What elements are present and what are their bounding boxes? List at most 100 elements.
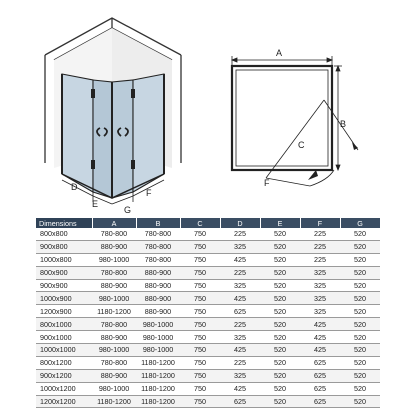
table-cell-g: 520 — [340, 240, 380, 254]
table-cell-g: 520 — [340, 266, 380, 280]
table-cell-dimensions: 800x1200 — [36, 356, 92, 370]
table-cell-a: 780-800 — [92, 317, 136, 332]
door-swing-arrows — [308, 142, 358, 180]
table-cell-d: 425 — [220, 382, 260, 396]
table-cell-g: 520 — [340, 228, 380, 241]
table-cell-e: 520 — [260, 343, 300, 357]
table-cell-a: 1180-1200 — [92, 395, 136, 409]
table-cell-f: 325 — [300, 266, 340, 280]
table-cell-d: 425 — [220, 291, 260, 306]
table-cell-f: 325 — [300, 304, 340, 319]
plan-label-a: A — [276, 48, 282, 58]
table-header-g: G — [340, 218, 381, 228]
table-cell-a: 880-900 — [92, 240, 136, 254]
table-cell-b: 980-1000 — [136, 343, 180, 357]
table-cell-a: 980-1000 — [92, 382, 136, 396]
table-cell-b: 880-900 — [136, 291, 180, 306]
table-cell-a: 780-800 — [92, 356, 136, 370]
table-cell-b: 1180-1200 — [136, 356, 180, 370]
table-cell-f: 225 — [300, 240, 340, 254]
table-cell-g: 520 — [340, 279, 380, 293]
plan-walls — [230, 64, 334, 172]
table-cell-c: 750 — [180, 253, 220, 267]
table-cell-dimensions: 1200x900 — [36, 304, 92, 319]
table-cell-e: 520 — [260, 253, 300, 267]
table-cell-a: 980-1000 — [92, 291, 136, 306]
table-cell-g: 520 — [340, 395, 380, 409]
table-cell-d: 425 — [220, 253, 260, 267]
table-cell-c: 750 — [180, 356, 220, 370]
table-cell-c: 750 — [180, 228, 220, 241]
table-cell-a: 780-800 — [92, 266, 136, 280]
table-cell-f: 625 — [300, 395, 340, 409]
table-cell-e: 520 — [260, 304, 300, 319]
table-cell-g: 520 — [340, 330, 380, 345]
table-header-f: F — [300, 218, 341, 228]
table-cell-b: 1180-1200 — [136, 395, 180, 409]
table-header-c: C — [180, 218, 221, 228]
table-cell-a: 880-900 — [92, 330, 136, 345]
table-cell-a: 780-800 — [92, 228, 136, 241]
plan-label-c: C — [298, 140, 305, 150]
table-cell-g: 520 — [340, 304, 380, 319]
table-cell-dimensions: 800x900 — [36, 266, 92, 280]
table-cell-g: 520 — [340, 356, 380, 370]
table-cell-b: 980-1000 — [136, 317, 180, 332]
table-cell-dimensions: 900x1000 — [36, 330, 92, 345]
table-cell-d: 625 — [220, 304, 260, 319]
table-cell-e: 520 — [260, 317, 300, 332]
table-cell-b: 880-900 — [136, 279, 180, 293]
table-cell-a: 1180-1200 — [92, 304, 136, 319]
table-cell-c: 750 — [180, 291, 220, 306]
table-cell-c: 750 — [180, 369, 220, 383]
table-cell-b: 880-900 — [136, 266, 180, 280]
table-cell-e: 520 — [260, 382, 300, 396]
table-cell-g: 520 — [340, 291, 380, 306]
table-cell-g: 520 — [340, 343, 380, 357]
table-cell-d: 625 — [220, 395, 260, 409]
table-cell-d: 425 — [220, 343, 260, 357]
table-header-d: D — [220, 218, 261, 228]
table-cell-dimensions: 1000x800 — [36, 253, 92, 267]
table-cell-f: 325 — [300, 291, 340, 306]
table-cell-d: 325 — [220, 279, 260, 293]
table-cell-dimensions: 1000x1000 — [36, 343, 92, 357]
table-cell-e: 520 — [260, 356, 300, 370]
table-cell-g: 520 — [340, 369, 380, 383]
table-cell-g: 520 — [340, 253, 380, 267]
table-header-row: Dimensions A B C D E F G — [36, 218, 381, 228]
table-cell-f: 425 — [300, 343, 340, 357]
table-cell-dimensions: 800x800 — [36, 228, 92, 241]
table-header-dimensions: Dimensions — [36, 218, 93, 228]
table-cell-c: 750 — [180, 317, 220, 332]
dimension-label-e: E — [92, 199, 98, 209]
table-cell-dimensions: 800x1000 — [36, 317, 92, 332]
table-cell-d: 225 — [220, 228, 260, 241]
table-cell-b: 1180-1200 — [136, 382, 180, 396]
door-handles — [96, 127, 129, 137]
table-cell-b: 780-800 — [136, 253, 180, 267]
frame-profiles — [61, 74, 165, 198]
table-cell-b: 980-1000 — [136, 330, 180, 345]
plan-dimension-a — [230, 56, 334, 66]
table-cell-e: 520 — [260, 228, 300, 241]
table-cell-d: 325 — [220, 330, 260, 345]
table-cell-c: 750 — [180, 240, 220, 254]
table-cell-d: 325 — [220, 240, 260, 254]
table-cell-f: 225 — [300, 253, 340, 267]
dimension-label-d: D — [71, 182, 78, 192]
table-cell-dimensions: 900x1200 — [36, 369, 92, 383]
